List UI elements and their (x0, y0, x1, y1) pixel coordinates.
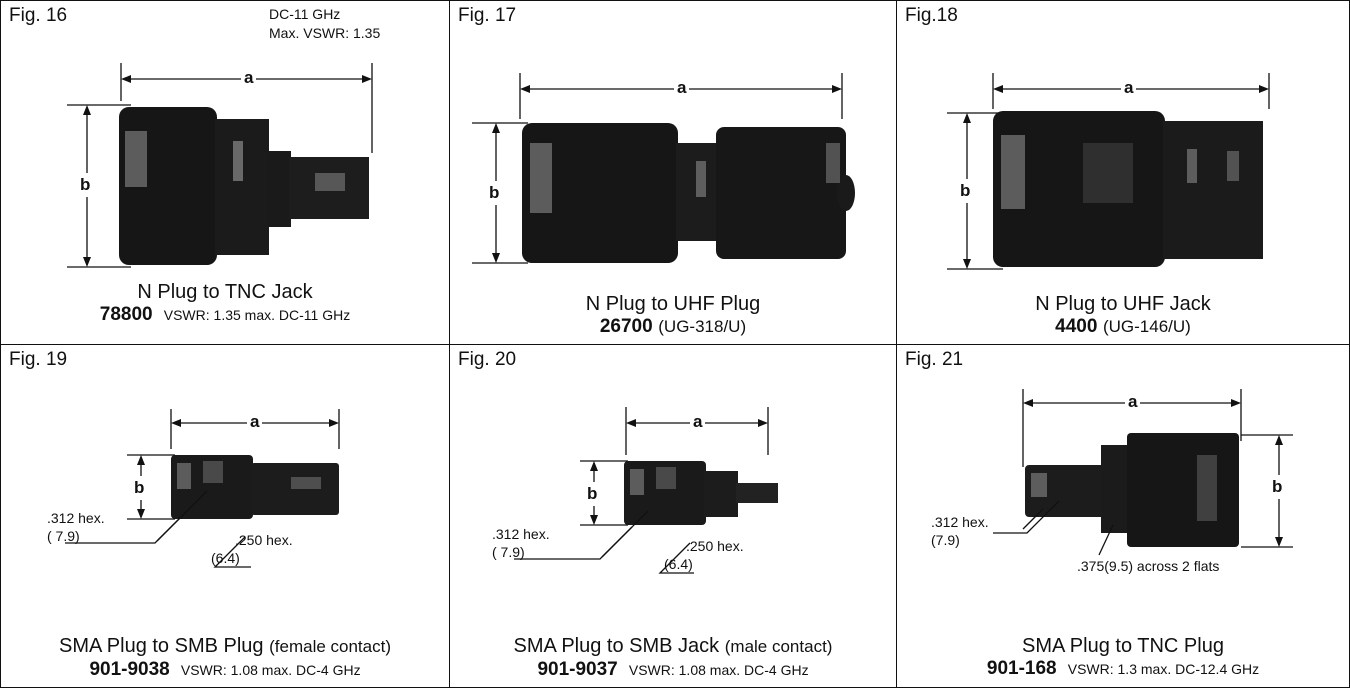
spec-note-line-1: DC-11 GHz (269, 6, 341, 22)
spec-note-line-2: Max. VSWR: 1.35 (269, 25, 381, 41)
hex-label-312: .312 hex. ( 7.9) (47, 509, 105, 545)
product-spec: VSWR: 1.08 max. DC-4 GHz (180, 662, 361, 678)
connector-drawing (514, 407, 778, 574)
product-spec: VSWR: 1.35 max. DC-11 GHz (163, 307, 351, 323)
product-title: SMA Plug to SMB Plug (59, 635, 264, 657)
dimension-b-label: b (489, 181, 500, 205)
product-spec: (UG-318/U) (658, 317, 747, 336)
product-caption: N Plug to UHF Plug 26700 (UG-318/U) (450, 293, 896, 338)
product-caption: SMA Plug to TNC Plug 901-168 VSWR: 1.3 m… (897, 635, 1349, 680)
product-caption: SMA Plug to SMB Jack (male contact) 901-… (450, 635, 896, 681)
connector-drawing (947, 73, 1270, 270)
panel-fig-18: Fig.18 a b N Plug to UHF Jack 4400 (UG-1… (897, 1, 1349, 345)
product-part-line: 26700 (UG-318/U) (450, 315, 896, 338)
dimension-b-label: b (587, 482, 598, 506)
product-spec: (UG-146/U) (1102, 317, 1191, 336)
product-caption: N Plug to UHF Jack 4400 (UG-146/U) (897, 293, 1349, 338)
dimension-a-label: a (674, 78, 690, 98)
hex-label-250-mm: (6.4) (211, 550, 240, 566)
dimension-a-label: a (241, 68, 257, 88)
part-number: 4400 (1055, 316, 1098, 337)
product-title: SMA Plug to SMB Jack (513, 635, 720, 657)
product-part-line: 901-9037 VSWR: 1.08 max. DC-4 GHz (450, 658, 896, 681)
dimension-a-label: a (690, 412, 706, 432)
product-spec: VSWR: 1.08 max. DC-4 GHz (628, 662, 809, 678)
hex-label-250: .250 hex. (6.4) (664, 537, 744, 573)
product-spec: VSWR: 1.3 max. DC-12.4 GHz (1067, 661, 1260, 677)
hex-label-312-mm: ( 7.9) (47, 528, 80, 544)
figure-number: Fig. 17 (458, 5, 517, 26)
dimension-b-label: b (960, 179, 971, 203)
product-part-line: 4400 (UG-146/U) (897, 315, 1349, 338)
part-number: 78800 (99, 304, 153, 325)
figure-number: Fig. 16 (9, 5, 68, 26)
product-title: N Plug to TNC Jack (137, 281, 313, 303)
hex-label-312: .312 hex. ( 7.9) (492, 525, 550, 561)
panel-fig-21: Fig. 21 a b .312 hex. (7.9) .3 (897, 345, 1349, 687)
dimension-a-label: a (1121, 78, 1137, 98)
figure-number: Fig. 21 (905, 349, 964, 370)
panel-fig-20: Fig. 20 a b .312 hex. ( 7.9) (450, 345, 897, 687)
dimension-a-label: a (247, 412, 263, 432)
panel-fig-19: Fig. 19 a b .312 hex. ( 7.9) (1, 345, 450, 687)
flats-label: .375(9.5) across 2 flats (1077, 558, 1220, 574)
product-title-line: SMA Plug to SMB Plug (female contact) (1, 635, 449, 658)
product-part-line: 78800 VSWR: 1.35 max. DC-11 GHz (1, 303, 449, 326)
hex-label-250: .250 hex. (6.4) (211, 531, 293, 567)
dimension-a-label: a (1125, 392, 1141, 412)
product-contact-note: (female contact) (269, 637, 391, 656)
connector-drawing (472, 73, 855, 264)
hex-label-312-mm: (7.9) (931, 532, 960, 548)
part-number: 26700 (599, 316, 653, 337)
product-title-line: SMA Plug to SMB Jack (male contact) (450, 635, 896, 658)
hex-label-250-inch: .250 hex. (235, 532, 293, 548)
part-number: 901-9037 (537, 659, 618, 680)
figure-number: Fig. 20 (458, 349, 517, 370)
spec-note: DC-11 GHz Max. VSWR: 1.35 (269, 5, 380, 43)
hex-label-312-inch: .312 hex. (931, 514, 989, 530)
figure-number: Fig.18 (905, 5, 958, 26)
product-caption: SMA Plug to SMB Plug (female contact) 90… (1, 635, 449, 681)
dimension-b-label: b (134, 476, 145, 500)
product-caption: N Plug to TNC Jack 78800 VSWR: 1.35 max.… (1, 281, 449, 326)
product-part-line: 901-9038 VSWR: 1.08 max. DC-4 GHz (1, 658, 449, 681)
product-part-line: 901-168 VSWR: 1.3 max. DC-12.4 GHz (897, 657, 1349, 680)
part-number: 901-168 (986, 658, 1057, 679)
dimension-b-label: b (1272, 475, 1283, 499)
hex-label-312: .312 hex. (7.9) (931, 513, 989, 549)
hex-label-312-mm: ( 7.9) (492, 544, 525, 560)
hex-label-312-inch: .312 hex. (47, 510, 105, 526)
hex-label-250-mm: (6.4) (664, 556, 693, 572)
connector-drawing (65, 409, 340, 568)
dimension-b-label: b (80, 173, 91, 197)
hex-label-250-inch: .250 hex. (686, 538, 744, 554)
part-number: 901-9038 (89, 659, 170, 680)
panel-fig-17: Fig. 17 a b N Plug to UHF Plug 26700 (UG… (450, 1, 897, 345)
figure-number: Fig. 19 (9, 349, 68, 370)
hex-label-312-inch: .312 hex. (492, 526, 550, 542)
product-title: N Plug to UHF Jack (1035, 293, 1211, 315)
product-title: N Plug to UHF Plug (585, 293, 761, 315)
product-contact-note: (male contact) (724, 637, 833, 656)
connector-drawing (993, 389, 1293, 556)
product-title: SMA Plug to TNC Plug (1022, 635, 1224, 657)
panel-fig-16: Fig. 16 DC-11 GHz Max. VSWR: 1.35 a b (1, 1, 450, 345)
